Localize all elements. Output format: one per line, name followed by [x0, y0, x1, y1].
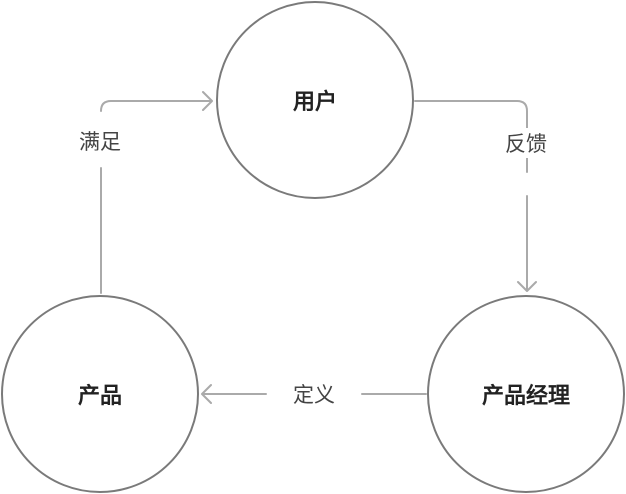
edge-satisfy-arrow: [100, 91, 213, 294]
edge-define-label: 定义: [293, 379, 335, 409]
node-user-circle: [216, 1, 414, 199]
edge-feedback-label: 反馈: [505, 128, 547, 158]
node-product-label: 产品: [77, 384, 123, 409]
node-product-manager-circle: [427, 295, 625, 493]
node-product-circle: [1, 295, 199, 493]
edge-define-arrow: [201, 384, 427, 404]
edge-feedback-arrow: [414, 100, 537, 292]
node-user-label: 用户: [292, 90, 338, 115]
edge-satisfy-label: 满足: [79, 126, 121, 156]
node-product-manager-label: 产品经理: [481, 384, 571, 409]
